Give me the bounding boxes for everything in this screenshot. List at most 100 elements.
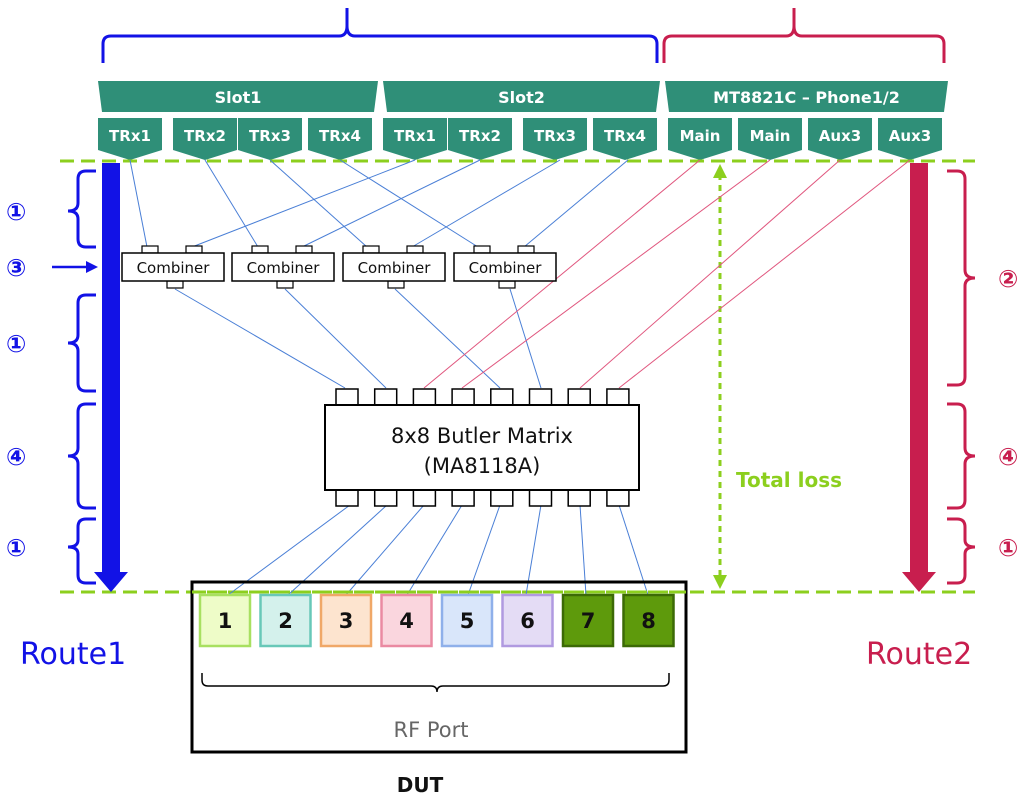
- link-comb1-butler: [174, 288, 346, 389]
- butler-pin-bottom-6: [528, 489, 553, 507]
- rf-port-number-3: 3: [339, 609, 354, 633]
- combiner-2: Combiner: [231, 245, 335, 289]
- butler-pin-bottom-1: [335, 489, 359, 507]
- route1-label: Route1: [20, 637, 126, 672]
- port-tab-2: [173, 118, 237, 160]
- butler-matrix-body: [324, 404, 640, 491]
- port-tab-11: [808, 118, 872, 160]
- butler-pin-bottom-5: [490, 489, 514, 507]
- rf-port-number-6: 6: [520, 609, 535, 633]
- brace-mt8821c: [662, 8, 946, 63]
- group-header-label-2: Slot2: [498, 88, 545, 107]
- rf-port-number-8: 8: [641, 609, 656, 633]
- link-main2-butler: [461, 159, 771, 389]
- route2-arrow-head: [902, 572, 936, 592]
- link-butler-rf5: [467, 504, 501, 596]
- dut-label: DUT: [397, 773, 444, 797]
- rf-port-6: [501, 593, 554, 648]
- group-header-label-3: MT8821C – Phone1/2: [713, 88, 900, 107]
- butler-pin-top-8: [606, 388, 630, 406]
- combiner-body: [342, 252, 446, 282]
- link-comb3-butler: [394, 288, 501, 389]
- left-brace-2: [67, 293, 96, 393]
- butler-pin-bottom-4: [451, 489, 475, 507]
- left-marker-4: ④: [6, 443, 26, 471]
- route2-label: Route2: [866, 637, 972, 672]
- rf-port-brace: [201, 673, 670, 693]
- butler-matrix-model: (MA8118A): [424, 454, 541, 478]
- link-butler-rf3: [345, 504, 425, 596]
- link-comb2-butler: [284, 288, 387, 389]
- right-marker-3: ①: [998, 534, 1018, 562]
- combiner-label: Combiner: [137, 259, 211, 277]
- butler-matrix: 8x8 Butler Matrix (MA8118A): [324, 388, 640, 507]
- combiner-body: [121, 252, 225, 282]
- rf-port-4: [380, 593, 433, 648]
- left-marker-1: ①: [6, 198, 26, 226]
- butler-pin-top-5: [490, 388, 514, 406]
- butler-pin-top-7: [567, 388, 591, 406]
- total-loss-label: Total loss: [736, 468, 842, 492]
- combiner-label: Combiner: [469, 259, 543, 277]
- left-marker-5: ①: [6, 534, 26, 562]
- rf-port-number-5: 5: [460, 609, 475, 633]
- port-tab-label-4: TRx4: [319, 127, 361, 145]
- port-tab-5: [383, 118, 447, 160]
- total-loss-arrow-head-up: [713, 164, 727, 178]
- butler-pin-top-4: [451, 388, 475, 406]
- rf-port-number-7: 7: [581, 609, 596, 633]
- link-comb4-butler: [509, 288, 542, 389]
- butler-pin-top-1: [335, 388, 359, 406]
- port-tab-4: [308, 118, 372, 160]
- link-butler-rf7: [579, 504, 587, 596]
- rf-port-7: [561, 593, 615, 648]
- rf-port-3: [319, 593, 373, 648]
- port-tab-3: [238, 118, 302, 160]
- port-tab-1: [98, 118, 162, 160]
- butler-pin-bottom-3: [412, 489, 437, 507]
- butler-pin-top-2: [373, 388, 398, 406]
- port-tab-label-3: TRx3: [249, 127, 291, 145]
- right-marker-1: ②: [998, 265, 1018, 293]
- link-aux3a-butler: [579, 159, 841, 389]
- link-slot1-trx2: [204, 159, 259, 248]
- port-tab-7: [523, 118, 587, 160]
- port-tab-12: [878, 118, 942, 160]
- port-tab-label-9: Main: [680, 127, 721, 145]
- butler-pin-bottom-8: [606, 489, 630, 507]
- rf-port-8: [622, 593, 675, 648]
- combiner-label: Combiner: [247, 259, 321, 277]
- rf-port-1: [198, 593, 252, 648]
- butler-pin-top-6: [528, 388, 553, 406]
- port-tab-6: [448, 118, 512, 160]
- rf-port-2: [259, 593, 312, 648]
- rf-port-number-2: 2: [278, 609, 293, 633]
- rf-port-number-4: 4: [399, 609, 414, 633]
- right-marker-2: ④: [998, 443, 1018, 471]
- link-butler-rf4: [406, 504, 463, 596]
- port-tab-label-12: Aux3: [889, 127, 931, 145]
- combiner-arrow-head: [86, 261, 98, 273]
- brace-slots: [101, 8, 659, 63]
- link-aux3b-butler: [618, 159, 911, 389]
- right-brace-2: [947, 402, 976, 510]
- link-slot2-trx3: [411, 159, 561, 248]
- left-brace-1: [67, 169, 96, 249]
- port-tab-label-1: TRx1: [109, 127, 151, 145]
- link-butler-rf6: [525, 504, 542, 596]
- link-slot1-trx3: [269, 159, 368, 248]
- port-tab-8: [593, 118, 657, 160]
- group-header-1: [98, 81, 378, 112]
- port-tab-label-8: TRx4: [604, 127, 646, 145]
- link-slot1-trx4: [339, 159, 479, 248]
- connection-lines: [129, 159, 911, 596]
- port-tab-9: [668, 118, 732, 160]
- port-tab-label-10: Main: [750, 127, 791, 145]
- butler-pin-top-3: [412, 388, 437, 406]
- left-brace-3: [67, 402, 96, 510]
